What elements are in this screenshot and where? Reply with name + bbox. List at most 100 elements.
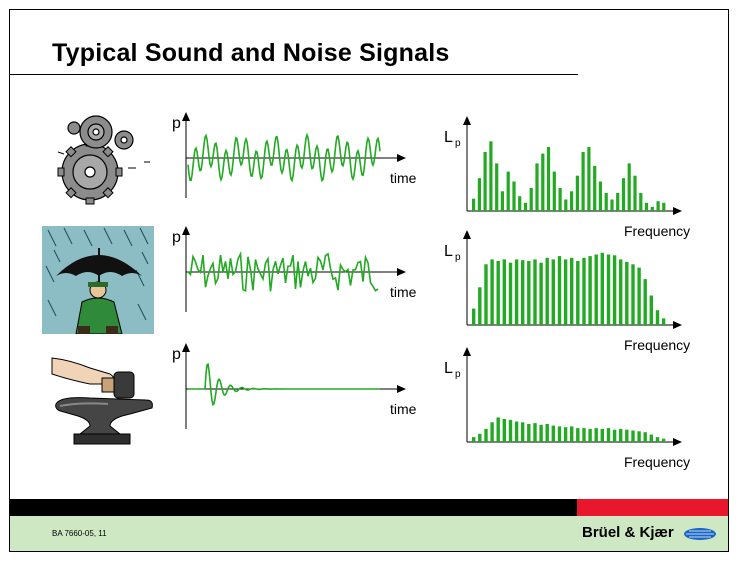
spectrum-y-label: L — [444, 129, 453, 146]
title-divider — [10, 74, 578, 75]
spectrum-bar — [594, 254, 598, 325]
document-code: BA 7660-05, 11 — [52, 529, 107, 538]
slide: Typical Sound and Noise Signals — [9, 9, 729, 552]
spectrum-bar — [514, 421, 519, 442]
time-x-arrow — [397, 268, 406, 276]
spectrum-bar — [541, 153, 545, 211]
spectrum-bar — [650, 206, 654, 211]
spectrum-bar — [539, 262, 543, 325]
spectrum-bar — [616, 193, 620, 211]
spectrum-bar — [551, 259, 555, 325]
spectrum-bar — [639, 193, 643, 211]
spectrum-bar — [564, 199, 568, 211]
spectrum-bar — [508, 262, 513, 325]
spectrum-bar — [521, 422, 525, 442]
spectrum-bar — [533, 259, 537, 325]
spectrum-bar — [655, 437, 660, 442]
spectrum-bar — [649, 434, 653, 442]
rain-umbrella-icon — [42, 226, 154, 334]
bk-logo-icon — [684, 528, 716, 540]
spectrum-bar — [489, 141, 493, 211]
spectrum-y-arrow — [463, 116, 471, 125]
spectrum-bar — [478, 287, 482, 325]
spectrum-bar — [581, 152, 585, 211]
spectrum-y-subscript: p — [455, 138, 461, 149]
footer-bar-red — [577, 499, 728, 516]
spectrum-y-subscript: p — [455, 252, 461, 263]
footer: BA 7660-05, 11 Brüel & Kjær — [10, 516, 728, 551]
spectrum-bar — [600, 252, 604, 325]
time-y-arrow — [182, 343, 190, 352]
gears-icon — [57, 115, 150, 205]
spectrum-bar — [582, 428, 586, 442]
time-x-label: time — [390, 170, 417, 186]
spectrum-y-arrow — [463, 230, 471, 239]
spectrum-bar — [643, 432, 647, 442]
spectrum-bar — [661, 438, 666, 442]
spectrum-bar — [612, 429, 617, 442]
time-y-arrow — [182, 112, 190, 121]
spectrum-bar — [582, 257, 586, 325]
spectrum-bar — [527, 424, 531, 442]
spectrum-bar — [631, 264, 635, 325]
spectrum-bar — [619, 428, 623, 442]
spectrum-x-label: Frequency — [624, 337, 690, 353]
spectrum-bar — [546, 147, 551, 211]
spectrum-bar — [637, 431, 641, 442]
spectrum-bar — [619, 259, 623, 325]
spectrum-bar — [606, 254, 611, 325]
time-signal-trace — [187, 132, 381, 183]
spectrum-bar — [649, 295, 653, 325]
spectrum-bar — [612, 255, 617, 325]
spectrum-bar — [625, 429, 629, 442]
spectrum-bar — [656, 201, 660, 211]
spectrum-bar — [598, 181, 602, 211]
spectrum-bar — [576, 428, 580, 442]
slide-title: Typical Sound and Noise Signals — [52, 39, 450, 67]
time-y-arrow — [182, 226, 190, 235]
spectrum-bar — [533, 423, 537, 442]
spectrum-bar — [588, 428, 592, 442]
spectrum-bar — [477, 178, 481, 211]
spectrum-bar — [633, 175, 637, 211]
spectrum-bar — [594, 428, 598, 442]
spectrum-bar — [512, 181, 516, 211]
spectrum-bar — [570, 191, 574, 211]
time-y-label: p — [172, 115, 181, 132]
spectrum-y-label: L — [444, 243, 453, 260]
spectrum-bar — [563, 259, 568, 325]
spectrum-bar — [545, 424, 549, 442]
spectrum-y-subscript: p — [455, 369, 461, 380]
spectrum-bar — [535, 163, 539, 211]
spectrum-bar — [631, 430, 635, 442]
spectrum-x-arrow — [673, 321, 682, 329]
time-x-label: time — [390, 401, 417, 417]
spectrum-bar — [518, 196, 522, 211]
spectrum-bar — [529, 188, 533, 211]
spectrum-bar — [500, 191, 504, 211]
spectrum-bar — [527, 261, 531, 325]
spectrum-bar — [576, 261, 580, 325]
spectrum-bar — [539, 424, 543, 442]
time-x-arrow — [397, 385, 406, 393]
spectrum-bar — [508, 419, 513, 442]
spectrum-bar — [558, 188, 562, 211]
time-signal-trace — [187, 251, 379, 293]
spectrum-bar — [587, 147, 591, 211]
time-x-label: time — [390, 284, 417, 300]
spectrum-bar — [484, 428, 488, 442]
hammer-anvil-icon — [51, 357, 153, 445]
spectrum-bar — [661, 318, 666, 325]
spectrum-bar — [502, 259, 506, 325]
spectrum-bar — [521, 260, 525, 325]
spectrum-bar — [552, 171, 556, 211]
spectrum-x-label: Frequency — [624, 223, 690, 239]
spectrum-bar — [496, 417, 500, 442]
spectrum-bar — [490, 422, 494, 442]
spectrum-bar — [502, 419, 506, 442]
spectrum-bar — [495, 163, 499, 211]
spectrum-bar — [625, 261, 629, 325]
spectrum-bar — [593, 165, 597, 211]
spectrum-bar — [478, 433, 482, 442]
spectrum-bar — [545, 257, 549, 325]
